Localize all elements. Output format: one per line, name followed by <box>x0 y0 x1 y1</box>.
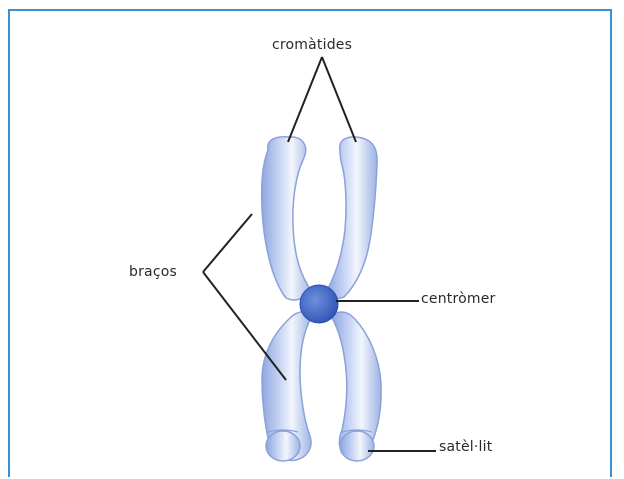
left-satellite <box>266 431 300 461</box>
label-bracos: braços <box>129 264 177 280</box>
right-upper-arm <box>326 137 377 298</box>
label-centromer: centròmer <box>421 291 496 307</box>
left-upper-arm <box>262 137 312 300</box>
cromatides-leader-right <box>322 57 356 142</box>
bracos-leader-upper <box>203 214 252 272</box>
cromatides-leader-left <box>288 57 322 142</box>
centromere <box>300 285 338 323</box>
label-satelit: satèl·lit <box>439 439 492 455</box>
label-cromatides: cromàtides <box>272 37 352 53</box>
right-satellite <box>340 431 374 461</box>
bracos-leader-lower <box>203 272 286 380</box>
